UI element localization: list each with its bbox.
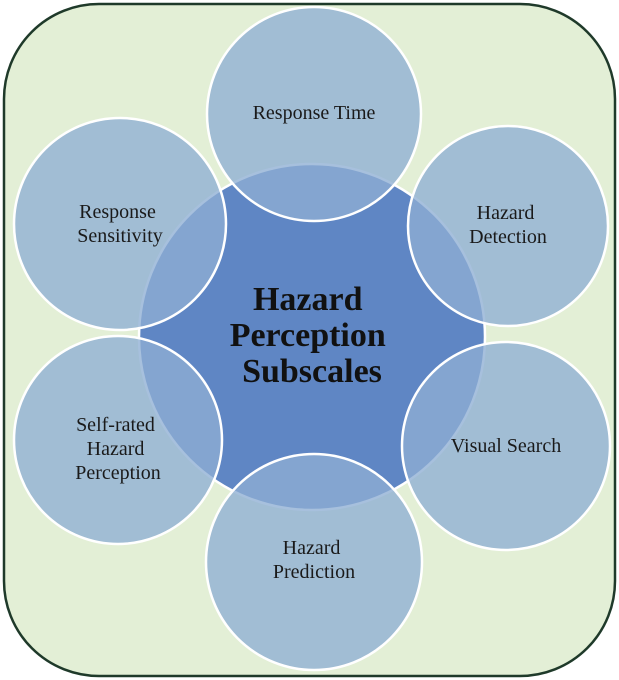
label-visual-search: Visual Search — [451, 435, 561, 457]
label-line: Detection — [469, 226, 547, 248]
circle-hazard-prediction — [204, 452, 424, 672]
label-line: Visual Search — [451, 435, 561, 457]
label-line: Sensitivity — [77, 225, 163, 247]
label-line: Hazard — [283, 537, 341, 559]
label-line: Response — [79, 201, 156, 223]
label-line: Prediction — [273, 561, 355, 583]
label-self-rated-hazard-perception: Self-rated Hazard Perception — [75, 414, 161, 484]
label-hazard-prediction: Hazard Prediction — [273, 537, 355, 583]
label-line: Self-rated — [76, 414, 155, 436]
center-title-line: Hazard — [253, 281, 363, 318]
label-line: Hazard — [477, 202, 535, 224]
circle-response-time — [205, 5, 423, 223]
label-response-sensitivity: Response Sensitivity — [77, 201, 163, 247]
label-hazard-detection: Hazard Detection — [469, 202, 547, 248]
center-title: Hazard Perception Subscales — [230, 281, 395, 390]
circle-hazard-detection — [406, 124, 610, 328]
center-title-line: Perception — [230, 317, 386, 354]
label-line: Hazard — [87, 438, 145, 460]
label-line: Response Time — [253, 102, 376, 124]
label-line: Perception — [75, 462, 161, 484]
center-title-line: Subscales — [242, 353, 382, 390]
circle-visual-search — [400, 340, 612, 552]
circle-self-rated-hazard-perception — [12, 334, 224, 546]
label-response-time: Response Time — [253, 102, 376, 124]
circle-response-sensitivity — [12, 116, 228, 332]
